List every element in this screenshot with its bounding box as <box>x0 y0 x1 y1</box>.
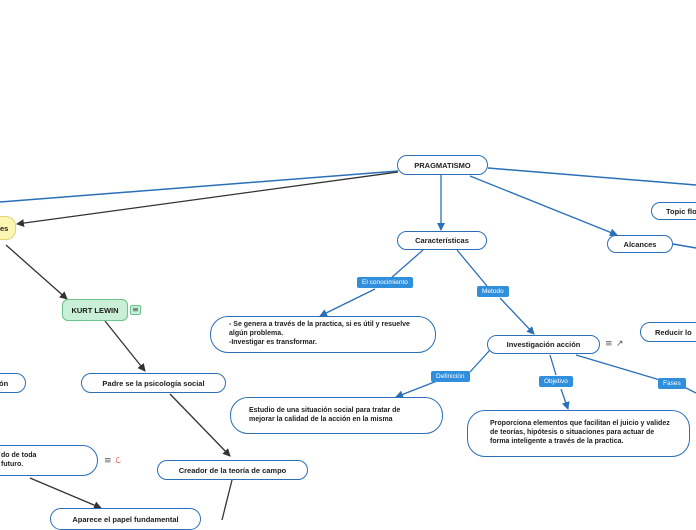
node-padre-psicologia[interactable]: Padre se la psicología social <box>81 373 226 393</box>
edge-conocimiento-text <box>319 288 376 317</box>
edge-kurt-padre <box>104 320 146 372</box>
node-alcances[interactable]: Alcances <box>607 235 673 253</box>
edge-padre-creador <box>169 393 231 457</box>
node-investigacion-accion[interactable]: Investigación acción <box>487 335 600 354</box>
node-pragmatismo[interactable]: PRAGMATISMO <box>397 155 488 175</box>
node-aparece-papel[interactable]: Aparece el papel fundamental <box>50 508 201 530</box>
edge-investigacion-definicion <box>469 349 491 373</box>
node-topic-flow[interactable]: Topic flo <box>651 202 696 220</box>
node-left-todo[interactable]: do de toda futuro. <box>0 445 98 476</box>
node-objetivo-text[interactable]: Proporciona elementos que facilitan el j… <box>467 410 690 457</box>
node-left-yellow[interactable]: es <box>0 216 16 240</box>
label-objetivo[interactable]: Objetivo <box>539 376 573 387</box>
label-metodo[interactable]: Metodo <box>477 286 509 297</box>
node-creador-teoria[interactable]: Creador de la teoría de campo <box>157 460 308 480</box>
node-definicion-text[interactable]: Estudio de una situación social para tra… <box>230 397 443 434</box>
node-caracteristicas[interactable]: Características <box>397 231 487 250</box>
edge-definicion-text <box>395 380 438 399</box>
edge-investigacion-fases <box>575 354 661 381</box>
external-link-icon[interactable]: ↗ <box>616 339 624 349</box>
symbol-icon[interactable]: ℒ <box>115 456 121 465</box>
menu-icon[interactable]: ≡ <box>104 456 112 466</box>
menu-icon[interactable]: ≡ <box>130 305 141 315</box>
edge-caracteristicas-conocimiento <box>389 249 424 280</box>
edge-todo-aparece <box>29 477 102 509</box>
edge-objetivo-text <box>560 388 570 410</box>
edge-root-left <box>0 170 399 203</box>
edge-metodo-investigacion <box>499 297 535 335</box>
edge-investigacion-objetivo <box>549 354 557 376</box>
edge-root-yellow <box>16 171 399 228</box>
edge-root-alcances <box>469 175 618 237</box>
node-conocimiento-text[interactable]: - Se genera a través de la practica, si … <box>210 316 436 353</box>
node-kurt-lewin[interactable]: KURT LEWIN <box>62 299 128 321</box>
label-definicion[interactable]: Definición <box>431 371 470 382</box>
edge-caracteristicas-metodo <box>456 249 488 287</box>
node-reducir[interactable]: Reducir lo <box>640 322 696 342</box>
edge-yellow-kurt <box>5 244 68 300</box>
node-left-on[interactable]: ón <box>0 373 26 393</box>
label-fases[interactable]: Fases <box>658 378 686 389</box>
label-el-conocimiento[interactable]: El conocimiento <box>357 277 413 288</box>
edge-root-right <box>487 167 696 186</box>
edge-fases-right <box>683 386 696 394</box>
menu-icon[interactable]: ≡ <box>605 339 613 349</box>
edge-creador-down <box>221 479 233 520</box>
edge-alcances-right <box>672 243 696 249</box>
